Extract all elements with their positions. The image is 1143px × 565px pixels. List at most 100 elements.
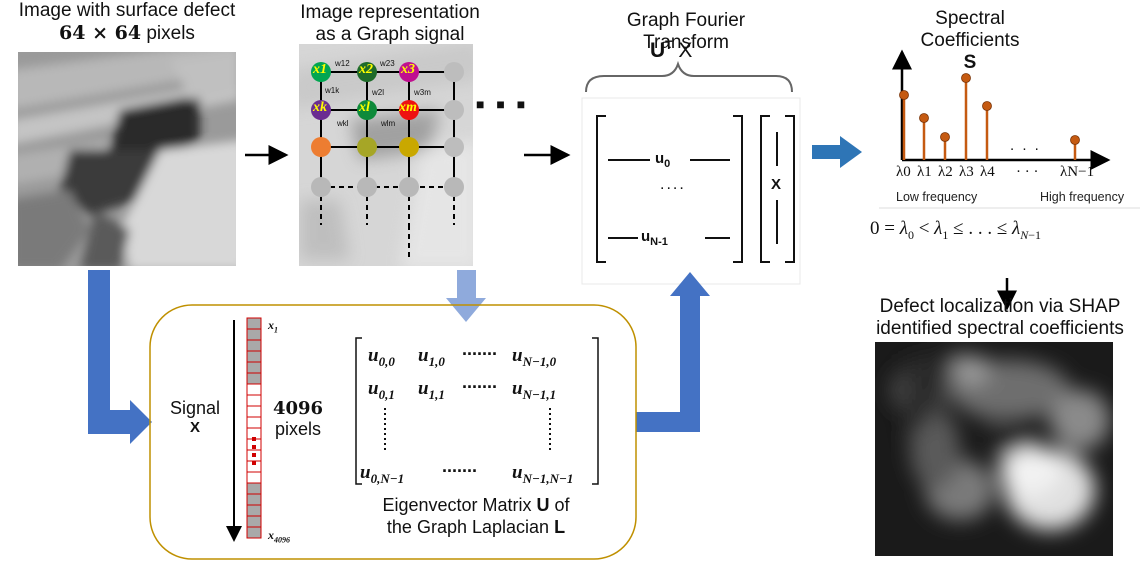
u-caption-pre: Eigenvector Matrix	[382, 495, 532, 515]
panel4-title: Spectral Coefficients S	[880, 8, 1060, 74]
signal-cell	[246, 317, 262, 330]
u-11: u1,1	[418, 378, 445, 402]
u-N1N1: uN−1,N−1	[512, 462, 574, 486]
arrow-gft-to-spectral	[812, 136, 862, 168]
signal-x4096-label: x4096	[268, 528, 290, 545]
signal-cell	[246, 482, 262, 495]
u-caption-line2: the Graph Laplacian L	[346, 516, 606, 538]
signal-ellipsis-dot	[252, 461, 256, 465]
panel4-title-line2: Coefficients	[920, 30, 1020, 51]
u-00: u0,0	[368, 345, 395, 369]
gft-vector-x: X	[771, 176, 782, 193]
arrow-image-to-signal	[88, 270, 152, 444]
eigenvalue-inequality: 0 = λ0 < λ1 ≤ . . . ≤ λN−1	[870, 218, 1042, 242]
signal-cell	[246, 328, 262, 341]
u-caption-line1: Eigenvector Matrix U of	[346, 494, 606, 516]
u-caption-post: of	[554, 495, 570, 515]
edge-w3m: w3m	[414, 88, 431, 97]
gft-formula: UT X	[650, 38, 692, 63]
panel5-title: Defect localization via SHAP identified …	[860, 296, 1140, 340]
node-gray	[444, 137, 464, 157]
signal-cell	[246, 394, 262, 407]
u-matrix-brackets	[355, 337, 599, 485]
node-orange	[311, 137, 331, 157]
signal-cell	[246, 372, 262, 385]
spectral-chart	[879, 49, 1140, 209]
node-xk	[311, 100, 331, 120]
arrow-graph-to-laplacian	[446, 270, 486, 322]
signal-x1-label: x1	[268, 318, 278, 335]
panel3-title-line2: Transform	[643, 32, 729, 53]
node-label-xk: xk	[313, 100, 327, 115]
shap-heatmap	[875, 342, 1113, 556]
signal-ellipsis-dot	[252, 437, 256, 441]
high-frequency-label: High frequency	[1040, 190, 1125, 204]
edge-wkl: wkl	[337, 119, 349, 128]
panel1-title-line2: 64 × 64 pixels	[0, 22, 254, 45]
gft-row-u0: u0	[655, 150, 671, 170]
edge-w23: w23	[380, 59, 395, 68]
u-N11: uN−1,1	[512, 378, 557, 402]
edge-w12: w12	[335, 59, 350, 68]
edge-w2l: w2l	[372, 88, 385, 97]
node-xl	[357, 100, 377, 120]
signal-count-number: 4096	[272, 398, 324, 419]
signal-cell	[246, 493, 262, 506]
signal-symbol: X	[189, 419, 200, 436]
top-brace	[585, 60, 793, 93]
graph-nodes	[311, 62, 464, 197]
panel4-title-symbol: S	[963, 52, 977, 73]
node-gray	[399, 177, 419, 197]
lambda-label: λ2	[938, 164, 953, 180]
graph-continuation-dots: ■ ■ ■	[476, 96, 530, 112]
u-matrix-vdots	[384, 408, 551, 452]
defect-image	[18, 52, 236, 266]
u-row1-dots: .......	[462, 339, 498, 359]
node-gray	[311, 177, 331, 197]
u-N10: uN−1,0	[512, 345, 557, 369]
panel1-title: Image with surface defect 64 × 64 pixels	[0, 0, 254, 45]
signal-cell	[246, 504, 262, 517]
node-xm	[399, 100, 419, 120]
panel4-title-line1: Spectral	[935, 8, 1005, 29]
spectral-stem-head	[1070, 135, 1080, 145]
lambda-label: λ4	[980, 164, 995, 180]
u-caption-sym: U	[536, 495, 550, 515]
node-label-x3: x3	[401, 62, 415, 77]
u-caption2-pre: the Graph Laplacian	[386, 517, 550, 537]
u-row4-dots: .......	[442, 456, 478, 476]
spectral-stem-head	[919, 113, 929, 123]
panel3-title: Graph Fourier Transform	[586, 10, 786, 54]
spectral-stem-head	[982, 101, 992, 111]
graph-dashed-edges	[320, 186, 455, 258]
u-01: u0,1	[368, 378, 395, 402]
spectral-stem-head	[961, 73, 971, 83]
panel3-title-line1: Graph Fourier	[626, 10, 746, 31]
signal-cell	[246, 416, 262, 429]
node-label-xm: xm	[399, 100, 417, 115]
panel2-title-line1: Image representation	[300, 2, 480, 23]
edge-w1k: w1k	[325, 86, 340, 95]
signal-cell	[246, 526, 262, 539]
signal-cell	[246, 405, 262, 418]
signal-cell	[246, 339, 262, 352]
node-label-x2: x2	[359, 62, 373, 77]
u-matrix-caption: Eigenvector Matrix U of the Graph Laplac…	[346, 494, 606, 538]
signal-column	[246, 317, 262, 539]
panel1-unit: pixels	[146, 23, 195, 44]
u-caption2-sym: L	[554, 517, 566, 537]
lambda-label: λ1	[917, 164, 932, 180]
node-gray	[357, 177, 377, 197]
signal-label-text: Signal	[170, 398, 221, 418]
signal-cell	[246, 515, 262, 528]
u-10: u1,0	[418, 345, 445, 369]
node-olive	[357, 137, 377, 157]
node-x3	[399, 62, 419, 82]
spectral-stem-head	[940, 132, 950, 142]
gft-matrix-brackets	[596, 115, 795, 263]
panel5-title-line1: Defect localization via SHAP	[879, 296, 1121, 317]
u-0N1: u0,N−1	[360, 462, 405, 486]
panel5-title-line2: identified spectral coefficients	[876, 318, 1124, 339]
panel2-title: Image representation as a Graph signal	[280, 2, 500, 46]
